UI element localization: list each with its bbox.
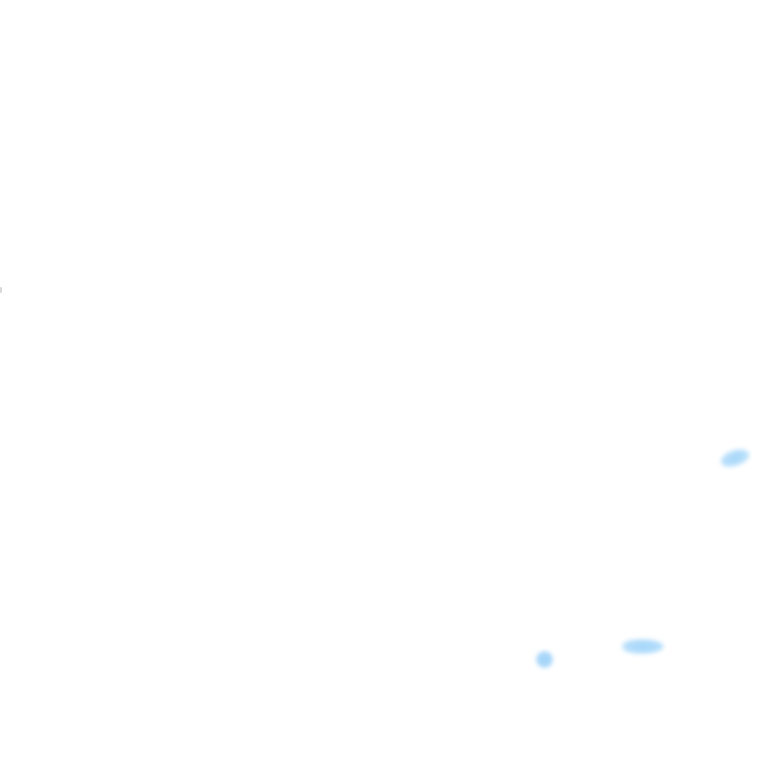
paint-blob-lower-right [622,639,664,654]
edge-mark [0,287,2,293]
paint-blob-upper-right [718,445,752,471]
paint-dot-lower [536,651,553,668]
